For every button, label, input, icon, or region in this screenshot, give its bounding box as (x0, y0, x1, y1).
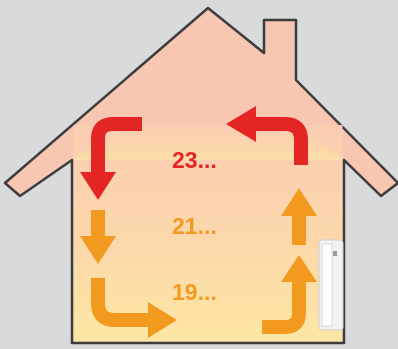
temperature-label-bottom: 19... (172, 279, 217, 305)
radiator-icon (319, 240, 343, 330)
temperature-label-middle: 21... (172, 213, 217, 239)
temperature-label-top: 23... (172, 147, 217, 173)
